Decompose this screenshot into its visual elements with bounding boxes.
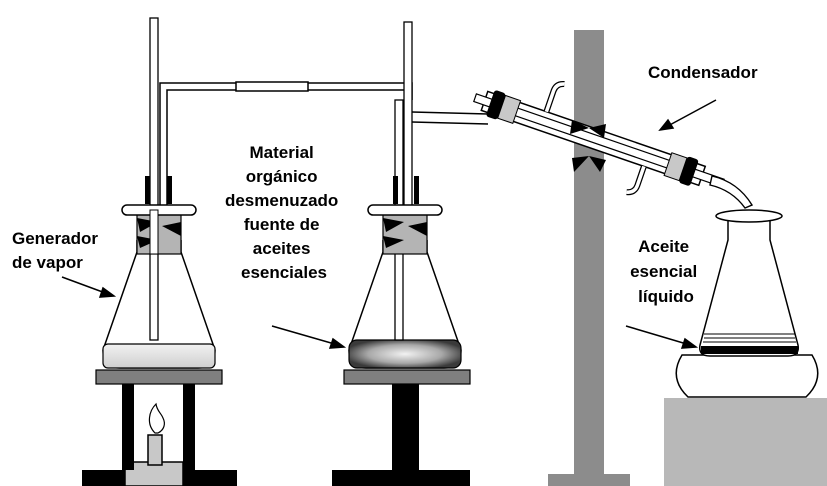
vapor-outlet-tube xyxy=(411,111,489,125)
arrow-condenser-icon xyxy=(658,99,717,132)
condenser-clamp xyxy=(570,120,606,172)
burner-stand-right xyxy=(183,384,195,470)
flask2-stand xyxy=(332,384,470,486)
condenser-seal-left xyxy=(486,90,506,120)
arrow-material-icon xyxy=(271,325,347,349)
stand-rod xyxy=(574,30,604,480)
receiver-table xyxy=(664,398,827,486)
flask1-long-tube xyxy=(149,17,159,341)
flame-icon xyxy=(148,402,165,434)
burner xyxy=(82,384,237,486)
organic-material-flask xyxy=(348,21,462,369)
receiver-flask-rim xyxy=(715,209,783,223)
label-oil: Aceite esencial líquido xyxy=(630,237,702,306)
condenser-outlet-spout xyxy=(709,175,754,209)
flask2-clamp xyxy=(367,204,443,216)
flask1-clamp xyxy=(121,204,197,216)
arrow-oil-icon xyxy=(625,325,699,349)
stand-base xyxy=(548,474,630,486)
essential-oil-liquid xyxy=(701,346,798,354)
label-condenser: Condensador xyxy=(648,63,758,82)
label-material: Material orgánico desmenuzado fuente de … xyxy=(225,143,343,282)
burner-stand-left xyxy=(122,384,134,470)
flask2-base xyxy=(332,470,470,486)
essential-oil-layers xyxy=(703,333,796,343)
organic-material xyxy=(348,339,462,369)
hotplate-left xyxy=(95,369,223,385)
arrow-generator-icon xyxy=(61,276,117,298)
receiver-flask-body xyxy=(698,218,800,357)
flask1-water xyxy=(102,343,216,369)
hotplate-middle xyxy=(343,369,471,385)
receiver-dish xyxy=(675,354,819,398)
flask2-post xyxy=(392,384,419,474)
burner-tube xyxy=(147,434,163,466)
condenser-seal-right xyxy=(679,156,699,186)
label-arrows xyxy=(61,99,717,349)
receiver xyxy=(664,209,827,486)
steam-generator-flask xyxy=(102,17,216,369)
support-stand xyxy=(548,30,630,486)
label-generator: Generador de vapor xyxy=(12,229,103,272)
